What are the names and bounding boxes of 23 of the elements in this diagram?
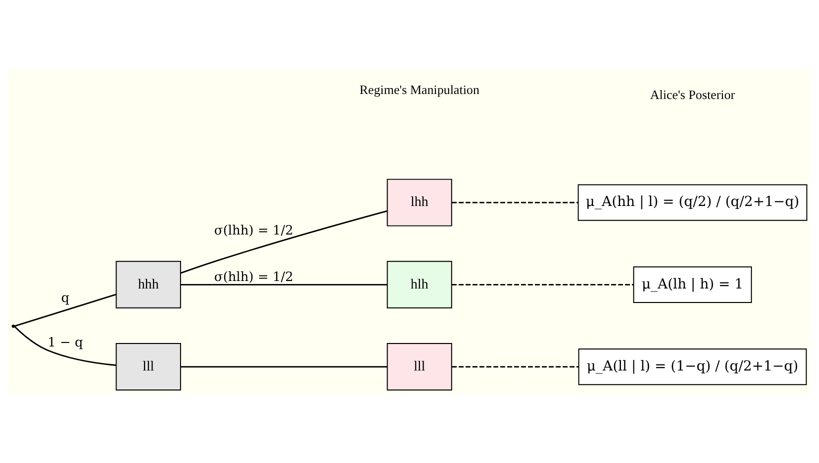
connector [180, 284, 388, 286]
edge-label: 1 − q [48, 335, 83, 350]
node-box: hlh [386, 260, 452, 308]
connector [14, 326, 116, 366]
connector [180, 366, 388, 368]
node-box: lll [116, 343, 182, 391]
edge-label: q [61, 290, 70, 306]
connector [14, 294, 116, 327]
edge-label: σ(hlh) = 1/2 [214, 270, 294, 286]
edge-label: σ(lhh) = 1/2 [214, 224, 294, 239]
label: Regime's Manipulation [360, 83, 480, 98]
node-box: hhh [116, 260, 182, 308]
node-point [12, 324, 15, 328]
connector [452, 202, 578, 204]
node-box: lhh [386, 178, 452, 226]
connector [452, 366, 579, 368]
connector [180, 210, 388, 274]
node-box: μ_A(hh | l) = (q/2) / (q/2+1−q) [578, 184, 808, 221]
node-box: μ_A(lh | h) = 1 [633, 266, 752, 303]
label: Alice's Posterior [650, 88, 735, 102]
connector [452, 284, 634, 286]
node-box: μ_A(ll | l) = (1−q) / (q/2+1−q) [578, 348, 807, 386]
node-box: lll [386, 343, 452, 391]
